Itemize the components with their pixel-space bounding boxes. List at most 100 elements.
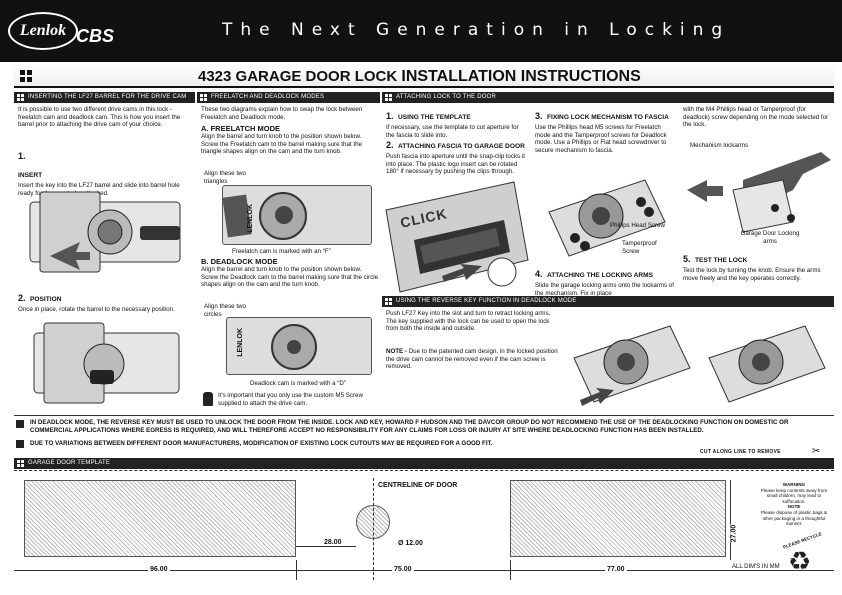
template-cutout-left — [24, 480, 296, 557]
step-text: If necessary, use the template to cut ap… — [386, 124, 519, 139]
note-label: NOTE - — [386, 348, 407, 355]
section-reverse-head: USING THE REVERSE KEY FUNCTION IN DEADLO… — [382, 296, 834, 307]
warning-bullet — [16, 440, 24, 448]
deadlock-text: Align the barrel and turn knob to the po… — [201, 266, 379, 289]
dim-line-28 — [296, 546, 356, 547]
warn-title: WARNING — [782, 482, 806, 487]
section-barrel-head: INSERTING THE LF27 BARREL FOR THE DRIVE … — [14, 92, 195, 103]
section-template-head: GARAGE DOOR TEMPLATE — [14, 458, 834, 469]
attach-step4-cont: with the M4 Phillips head or Tamperproof… — [683, 106, 829, 129]
attach-step2: 2. ATTACHING FASCIA TO GARAGE DOOR Push … — [386, 135, 526, 176]
note-text: Due to the patented cam design, in the l… — [386, 348, 558, 371]
lenlok-mark: LENLOK — [237, 328, 244, 357]
title-normal: 4323 GARAGE DOOR LOCK — [198, 68, 402, 85]
dim-96: 96.00 — [148, 566, 170, 573]
deadlock-title: B. DEADLOCK MODE — [201, 257, 278, 266]
warning-bullet — [16, 420, 24, 428]
section-barrel-title: INSERTING THE LF27 BARREL FOR THE DRIVE … — [28, 94, 187, 100]
title-bar — [14, 64, 834, 88]
cam-hub — [275, 206, 293, 224]
scissors-icon: ✂ — [812, 446, 821, 457]
dim-75: 75.00 — [392, 566, 414, 573]
header-bar — [0, 0, 842, 62]
freelatch-diagram: LENLOK — [222, 185, 372, 245]
step-number: 4. — [535, 269, 543, 279]
all-dims-label: ALL DIM'S IN MM — [732, 564, 780, 570]
reverse-note: NOTE - Due to the patented cam design, i… — [386, 348, 562, 371]
divider — [14, 415, 834, 416]
grid-icon — [200, 94, 207, 101]
reverse-illustration-left — [573, 325, 691, 406]
mechanism-lockarms-label: Mechanism lockarms — [690, 142, 749, 149]
attach-step1: 1. USING THE TEMPLATE If necessary, use … — [386, 106, 526, 139]
step-title: USING THE TEMPLATE — [397, 114, 471, 121]
dim-diameter: Ø 12.00 — [398, 540, 423, 547]
dim-27: 27.00 — [730, 524, 738, 543]
freelatch-text: Align the barrel and turn knob to the po… — [201, 133, 362, 156]
note-text: Please dispose of plastic bags & other p… — [760, 509, 828, 527]
lenlok-logo: Lenlok — [8, 12, 78, 50]
deadlock-diagram: LENLOK — [226, 317, 372, 375]
step-title: ATTACHING THE LOCKING ARMS — [546, 272, 654, 279]
insert-illustration — [29, 191, 181, 273]
section-template-title: GARAGE DOOR TEMPLATE — [28, 460, 111, 466]
centreline-label: CENTRELINE OF DOOR — [378, 482, 458, 489]
reverse-text: Push LF27 Key into the slot and turn to … — [386, 310, 551, 333]
dim-tick — [296, 560, 297, 580]
warning-deadlock: IN DEADLOCK MODE, THE REVERSE KEY MUST B… — [30, 419, 789, 434]
lenlok-mark: LENLOK — [247, 204, 254, 233]
section-attach-title: ATTACHING LOCK TO THE DOOR — [396, 94, 496, 100]
grid-icon — [17, 94, 24, 101]
dim-77: 77.00 — [605, 566, 627, 573]
grid-icon — [385, 298, 392, 305]
barrel-intro: It is possible to use two different driv… — [18, 106, 181, 129]
tamper-label: Tamperproof Screw — [622, 240, 657, 255]
step-number: 5. — [683, 254, 691, 264]
grid-icon — [385, 94, 392, 101]
cam-hub — [287, 340, 301, 354]
step-text: Use the Phillips head M5 screws for Free… — [535, 124, 667, 154]
attach-step4: 4. ATTACHING THE LOCKING ARMS Slide the … — [535, 264, 677, 297]
cut-line[interactable] — [14, 470, 834, 471]
freelatch-callout: Align these two triangles — [204, 170, 246, 185]
step-text: Test the lock by turning the knob. Ensur… — [683, 267, 821, 282]
dim-baseline — [14, 570, 834, 571]
section-attach-head: ATTACHING LOCK TO THE DOOR — [382, 92, 834, 103]
grid-icon — [17, 460, 24, 467]
step-text: Once in place, rotate the barrel to the … — [18, 306, 175, 313]
centreline — [373, 478, 374, 580]
step-number: 3. — [535, 111, 543, 121]
dim-tick — [510, 560, 511, 580]
mechanism-illustration — [548, 179, 666, 257]
section-reverse-title: USING THE REVERSE KEY FUNCTION IN DEADLO… — [396, 298, 577, 304]
note-title: NOTE — [787, 504, 801, 510]
warning-variations: DUE TO VARIATIONS BETWEEN DIFFERENT DOOR… — [30, 440, 493, 447]
logo-lenlok-text: Lenlok — [19, 22, 67, 39]
title-grid-icon — [20, 70, 32, 82]
step-number: 1. — [386, 111, 394, 121]
attach-step3: 3. FIXING LOCK MECHANISM TO FASCIA Use t… — [535, 106, 675, 154]
step-number: 2. — [386, 140, 394, 150]
step-title: POSITION — [29, 296, 62, 303]
screw-icon — [203, 392, 213, 406]
step-number: 1. — [18, 151, 26, 161]
title-bold: INSTALLATION INSTRUCTIONS — [401, 68, 641, 85]
packaging-warning: WARNING Please keep contents away from s… — [760, 482, 828, 527]
freelatch-caption: Freelatch cam is marked with an “F” — [232, 248, 331, 255]
attach-step5: 5. TEST THE LOCK Test the lock by turnin… — [683, 249, 833, 282]
cut-line-label: CUT ALONG LINE TO REMOVE — [700, 449, 781, 455]
dim-line-27 — [730, 480, 731, 560]
section-modes-head: FREELATCH AND DEADLOCK MODES — [197, 92, 380, 103]
lockarms-illustration — [687, 152, 831, 233]
cbs-logo: CBS — [76, 26, 115, 46]
dim-28: 28.00 — [324, 539, 342, 546]
step-number: 2. — [18, 293, 26, 303]
recycle-icon: ♻ — [788, 546, 812, 576]
screw-note: It's important that you only use the cus… — [218, 392, 363, 407]
garage-arms-label: Garage Door Locking arms — [740, 230, 800, 245]
template-cutout-right — [510, 480, 726, 557]
page-title: 4323 GARAGE DOOR LOCK INSTALLATION INSTR… — [198, 68, 641, 86]
step-title: ATTACHING FASCIA TO GARAGE DOOR — [397, 143, 525, 150]
deadlock-caption: Deadlock cam is marked with a “D” — [250, 380, 346, 387]
tagline: The Next Generation in Locking — [222, 20, 731, 40]
